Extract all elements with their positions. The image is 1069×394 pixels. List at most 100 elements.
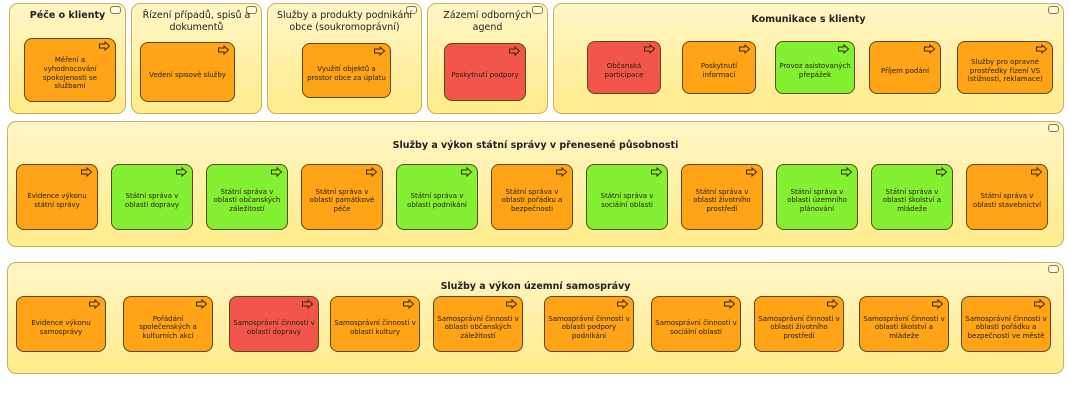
service-label: Služby pro opravné prostředky řízení VS … (967, 58, 1043, 84)
service-samospravni-cinnosti-v-oblasti-zivotniho[interactable]: Samosprávní činnosti v oblasti životního… (754, 296, 844, 352)
group-rizeni-pripadu[interactable]: Řízení případů, spisů a dokumentů Vedení… (131, 3, 262, 114)
service-statni-sprava-v-oblasti-podnikani[interactable]: Státní správa v oblasti podnikání (396, 164, 478, 230)
service-statni-sprava-v-oblasti-pamatkove-pece[interactable]: Státní správa v oblasti památkové péče (301, 164, 383, 230)
group-komunikace-s-klienty[interactable]: Komunikace s klienty Občanská participac… (553, 3, 1064, 114)
service-label: Samosprávní činnosti v oblasti kultury (334, 318, 416, 336)
service-label: Státní správa v oblasti dopravy (124, 191, 180, 209)
business-service-icon (650, 167, 663, 177)
business-service-icon (837, 44, 850, 54)
service-evidence-vykonu-samospravy[interactable]: Evidence výkonu samosprávy (16, 296, 106, 352)
service-evidence-vykonu-statni-spravy[interactable]: Evidence výkonu státní správy (16, 164, 98, 230)
service-mereni-spokojenosti[interactable]: Měření a vyhodnocování spokojenosti se s… (24, 38, 116, 102)
business-service-icon (402, 299, 415, 309)
business-service-icon (745, 167, 758, 177)
business-service-icon (840, 167, 853, 177)
service-label: Poskytnutí podpory (451, 71, 519, 80)
business-service-icon (1030, 167, 1043, 177)
service-obcanska-participace[interactable]: Občanská participace (587, 41, 661, 94)
business-service-icon (217, 45, 230, 55)
service-samospravni-cinnosti-v-oblasti-dopravy[interactable]: Samosprávní činnosti v oblasti dopravy (229, 296, 319, 352)
service-statni-sprava-v-oblasti-obcanskych-zalez[interactable]: Státní správa v oblasti občanských zálež… (206, 164, 288, 230)
business-service-icon (365, 167, 378, 177)
service-samospravni-cinnosti-v-oblasti-skolstvi-[interactable]: Samosprávní činnosti v oblasti školství … (859, 296, 949, 352)
group-statni-sprava[interactable]: Služby a výkon státní správy v přenesené… (7, 121, 1064, 247)
service-samospravni-cinnosti-v-oblasti-kultury[interactable]: Samosprávní činnosti v oblasti kultury (330, 296, 420, 352)
business-service-icon (931, 299, 944, 309)
group-sluzby-obce[interactable]: Služby a produkty podnikání obce (soukro… (267, 3, 422, 114)
group-title: Služby a produkty podnikání obce (soukro… (277, 10, 412, 33)
service-label: Poskytnutí informací (700, 62, 738, 79)
service-poskytnuti-podpory[interactable]: Poskytnutí podpory (444, 43, 526, 101)
service-prijem-podani[interactable]: Příjem podání (869, 41, 941, 94)
service-statni-sprava-v-oblasti-poradku-a-bezpec[interactable]: Státní správa v oblasti pořádku a bezpeč… (491, 164, 573, 230)
business-service-icon (738, 44, 751, 54)
group-title: Péče o klienty (29, 10, 106, 21)
business-service-icon (1033, 299, 1046, 309)
service-label: Evidence výkonu samosprávy (31, 318, 91, 336)
group-title: Řízení případů, spisů a dokumentů (142, 10, 251, 33)
service-label: Měření a vyhodnocování spokojenosti se s… (43, 56, 97, 91)
service-samospravni-cinnosti-v-oblasti-obcanskyc[interactable]: Samosprávní činnosti v oblasti občanskýc… (433, 296, 523, 352)
service-statni-sprava-v-socialni-oblasti[interactable]: Státní správa v sociální oblasti (586, 164, 668, 230)
group-uzemni-samosprava[interactable]: Služby a výkon územní samosprávy Evidenc… (7, 262, 1064, 374)
service-label: Příjem podání (880, 66, 930, 75)
service-statni-sprava-v-oblasti-zivotniho-prostr[interactable]: Státní správa v oblasti životního prostř… (681, 164, 763, 230)
business-service-icon (616, 299, 629, 309)
service-statni-sprava-v-oblasti-uzemniho-planova[interactable]: Státní správa v oblasti územního plánová… (776, 164, 858, 230)
service-label: Státní správa v oblasti životního prostř… (693, 187, 751, 213)
business-service-icon (301, 299, 314, 309)
group-icon (532, 6, 543, 14)
service-label: Státní správa v oblasti územního plánová… (787, 187, 847, 213)
service-label: Samosprávní činnosti v oblasti pořádku a… (965, 314, 1047, 340)
group-title: Komunikace s klienty (751, 14, 866, 25)
group-pece-o-klienty[interactable]: Péče o klienty Měření a vyhodnocování sp… (9, 3, 126, 114)
service-statni-sprava-v-oblasti-dopravy[interactable]: Státní správa v oblasti dopravy (111, 164, 193, 230)
group-icon (110, 6, 121, 14)
service-label: Státní správa v oblasti stavebnictví (972, 191, 1042, 209)
business-service-icon (508, 46, 521, 56)
service-poradani-spolecenskych-a-kulturnich-akci[interactable]: Pořádání společenských a kulturních akcí (123, 296, 213, 352)
business-service-icon (826, 299, 839, 309)
business-service-icon (175, 167, 188, 177)
business-service-icon (935, 167, 948, 177)
business-service-icon (923, 44, 936, 54)
business-service-icon (98, 41, 111, 51)
business-service-icon (270, 167, 283, 177)
service-label: Státní správa v sociální oblasti (600, 191, 654, 209)
service-label: Státní správa v oblasti pořádku a bezpeč… (501, 187, 563, 213)
service-samospravni-cinnosti-v-oblasti-poradku-a[interactable]: Samosprávní činnosti v oblasti pořádku a… (961, 296, 1051, 352)
service-label: Státní správa v oblasti občanských zálež… (213, 187, 281, 213)
service-label: Využití objektů a prostor obce za úplatu (307, 65, 386, 82)
group-title: Služby a výkon státní správy v přenesené… (392, 140, 679, 151)
service-vedeni-spisove-sluzby[interactable]: Vedení spisové služby (140, 42, 235, 102)
service-label: Státní správa v oblasti památkové péče (309, 187, 375, 213)
business-service-icon (80, 167, 93, 177)
service-label: Samosprávní činnosti v oblasti životního… (758, 314, 840, 340)
service-vyuziti-objektu[interactable]: Využití objektů a prostor obce za úplatu (302, 43, 391, 98)
business-service-icon (373, 46, 386, 56)
service-samospravni-cinnosti-v-socialni-oblasti[interactable]: Samosprávní činnosti v sociální oblasti (651, 296, 741, 352)
service-label: Samosprávní činnosti v oblasti školství … (863, 314, 945, 340)
group-icon (406, 6, 417, 14)
business-service-icon (555, 167, 568, 177)
business-service-icon (460, 167, 473, 177)
service-provoz-asistovanych-prepazek[interactable]: Provoz asistovaných přepážek (775, 41, 855, 94)
service-label: Samosprávní činnosti v oblasti občanskýc… (437, 314, 519, 340)
group-icon (1048, 265, 1059, 273)
service-label: Evidence výkonu státní správy (27, 191, 87, 209)
business-service-icon (88, 299, 101, 309)
group-title: Zázemí odborných agend (443, 10, 532, 33)
service-statni-sprava-v-oblasti-stavebnictvi[interactable]: Státní správa v oblasti stavebnictví (966, 164, 1048, 230)
service-label: Samosprávní činnosti v oblasti dopravy (233, 318, 315, 336)
service-poskytnuti-informaci[interactable]: Poskytnutí informací (682, 41, 756, 94)
business-service-icon (723, 299, 736, 309)
service-opravne-prostredky[interactable]: Služby pro opravné prostředky řízení VS … (957, 41, 1053, 94)
business-service-icon (643, 44, 656, 54)
group-icon (1048, 124, 1059, 132)
group-zazemi-agend[interactable]: Zázemí odborných agend Poskytnutí podpor… (427, 3, 548, 114)
service-label: Samosprávní činnosti v oblasti podpory p… (548, 314, 630, 340)
service-samospravni-cinnosti-v-oblasti-podpory-p[interactable]: Samosprávní činnosti v oblasti podpory p… (544, 296, 634, 352)
business-service-icon (1035, 44, 1048, 54)
service-statni-sprava-v-oblasti-skolstvi-a-mlade[interactable]: Státní správa v oblasti školství a mláde… (871, 164, 953, 230)
service-label: Státní správa v oblasti školství a mláde… (882, 187, 942, 213)
